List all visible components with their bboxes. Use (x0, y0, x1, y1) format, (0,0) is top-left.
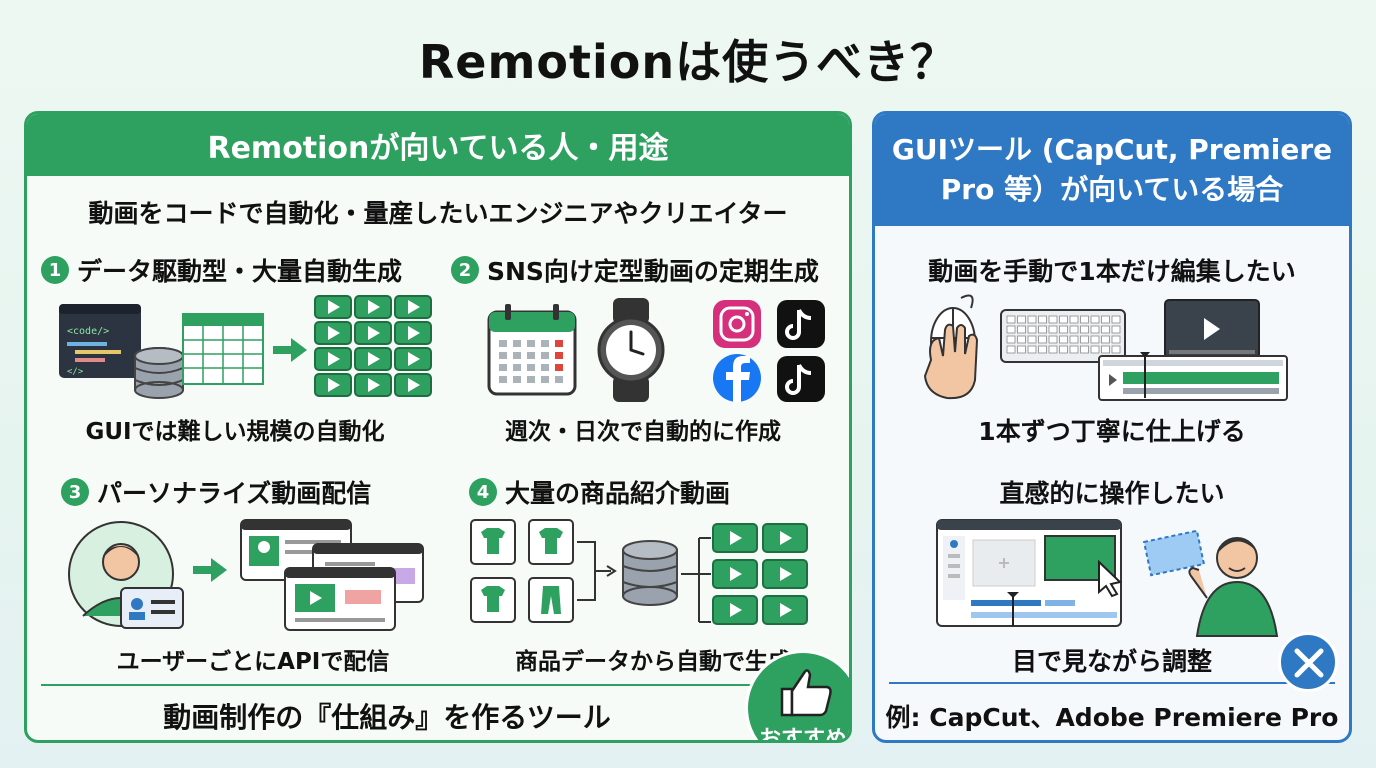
code-end-label: </> (67, 367, 84, 377)
video-tile-icon (712, 559, 758, 589)
monitor-icon (1164, 299, 1260, 359)
remotion-panel: Remotionが向いている人・用途 動画をコードで自動化・量産したいエンジニア… (24, 111, 852, 743)
case-1-title: 1 データ駆動型・大量自動生成 (41, 252, 402, 288)
page-title: Remotionは使うべき？ (418, 35, 958, 89)
gui-header-line-2: Pro 等）が向いている場合 (940, 173, 1284, 206)
case-2-number: 2 (451, 256, 479, 284)
tiktok-icon-2 (777, 356, 825, 402)
cursor-icon (1098, 559, 1123, 598)
sns-schedule-illustration (487, 298, 825, 402)
product-video-illustration (470, 519, 808, 625)
timeline-icon (1098, 352, 1288, 401)
video-tile-icon (354, 321, 392, 345)
video-tile-icon (354, 373, 392, 397)
gui-header-line-1: GUIツール (CapCut, Premiere (891, 133, 1333, 166)
video-tile-icon (394, 347, 432, 371)
personalized-video-illustration (68, 519, 424, 631)
recommend-badge: おすすめ (745, 650, 849, 743)
data-driven-illustration: <code/> </> (59, 295, 432, 399)
video-grid-icon (712, 523, 808, 625)
case-2-title-text: SNS向け定型動画の定期生成 (487, 257, 819, 286)
case-3-title-text: パーソナライズ動画配信 (97, 479, 372, 508)
video-tile-icon (394, 295, 432, 319)
manual-editing-illustration (923, 294, 1288, 401)
close-icon (1294, 648, 1324, 678)
facebook-icon (713, 354, 761, 402)
video-tile-icon (712, 595, 758, 625)
case-1-number: 1 (41, 256, 69, 284)
right-divider (889, 682, 1335, 684)
database-icon (622, 540, 678, 606)
code-tag-label: <code/> (67, 326, 109, 337)
instagram-icon (713, 300, 761, 348)
keyboard-icon (1000, 309, 1126, 363)
case-4-number: 4 (469, 478, 497, 506)
gui-case-1-caption: 1本ずつ丁寧に仕上げる (978, 417, 1246, 446)
remotion-tagline: 動画制作の『仕組み』を作るツール (163, 701, 611, 734)
intuitive-editing-illustration (936, 519, 1279, 637)
gui-examples: 例: CapCut、Adobe Premiere Pro (885, 703, 1339, 732)
video-tile-icon (314, 347, 352, 371)
hand-icon (923, 323, 979, 400)
spreadsheet-icon (182, 313, 264, 385)
video-tile-icon (354, 295, 392, 319)
video-tile-icon (354, 347, 392, 371)
case-3-title: 3 パーソナライズ動画配信 (61, 474, 371, 510)
remotion-target-users: 動画をコードで自動化・量産したいエンジニアやクリエイター (88, 199, 788, 228)
video-grid-icon (314, 295, 432, 397)
video-tile-icon (762, 559, 808, 589)
video-card-icon-3 (284, 567, 396, 631)
remotion-panel-header: Remotionが向いている人・用途 (27, 114, 849, 176)
case-3-number: 3 (61, 478, 89, 506)
video-tile-icon (394, 373, 432, 397)
case-2-title: 2 SNS向け定型動画の定期生成 (451, 252, 819, 288)
thumbs-up-icon (780, 669, 832, 717)
video-tile-icon (712, 523, 758, 553)
calendar-icon (487, 304, 577, 396)
case-3-caption: ユーザーごとにAPIで配信 (116, 649, 390, 675)
video-tile-icon (762, 523, 808, 553)
id-card-icon (120, 587, 184, 629)
video-tile-icon (394, 321, 432, 345)
video-tile-icon (314, 321, 352, 345)
not-recommended-badge (1278, 632, 1338, 692)
watch-icon (597, 298, 665, 402)
video-tile-icon (314, 373, 352, 397)
case-4-caption: 商品データから自動で生成 (515, 649, 791, 675)
recommend-label: おすすめ (758, 727, 847, 743)
tiktok-icon (777, 300, 825, 348)
video-tile-icon (314, 295, 352, 319)
database-icon (134, 347, 184, 399)
gui-case-2: 直感的に操作したい (999, 479, 1225, 508)
connector-line (577, 541, 611, 601)
gui-case-2-caption: 目で見ながら調整 (1011, 647, 1212, 676)
case-4-title-text: 大量の商品紹介動画 (505, 479, 731, 508)
selection-box-icon (1142, 529, 1206, 577)
case-2-caption: 週次・日次で自動的に作成 (505, 419, 781, 445)
product-grid-icon (470, 519, 574, 623)
editor-window-icon (936, 519, 1123, 627)
case-1-caption: GUIでは難しい規模の自動化 (85, 419, 385, 445)
left-divider (41, 684, 835, 686)
gui-tools-panel: GUIツール (CapCut, Premiere Pro 等）が向いている場合 … (872, 111, 1352, 743)
case-4-title: 4 大量の商品紹介動画 (469, 474, 730, 510)
case-1-title-text: データ駆動型・大量自動生成 (77, 257, 403, 286)
gui-tools-panel-header: GUIツール (CapCut, Premiere Pro 等）が向いている場合 (875, 114, 1349, 226)
connector-line-2 (681, 537, 711, 623)
person-icon (1188, 537, 1279, 637)
gui-case-1: 動画を手動で1本だけ編集したい (928, 257, 1296, 286)
video-tile-icon (762, 595, 808, 625)
